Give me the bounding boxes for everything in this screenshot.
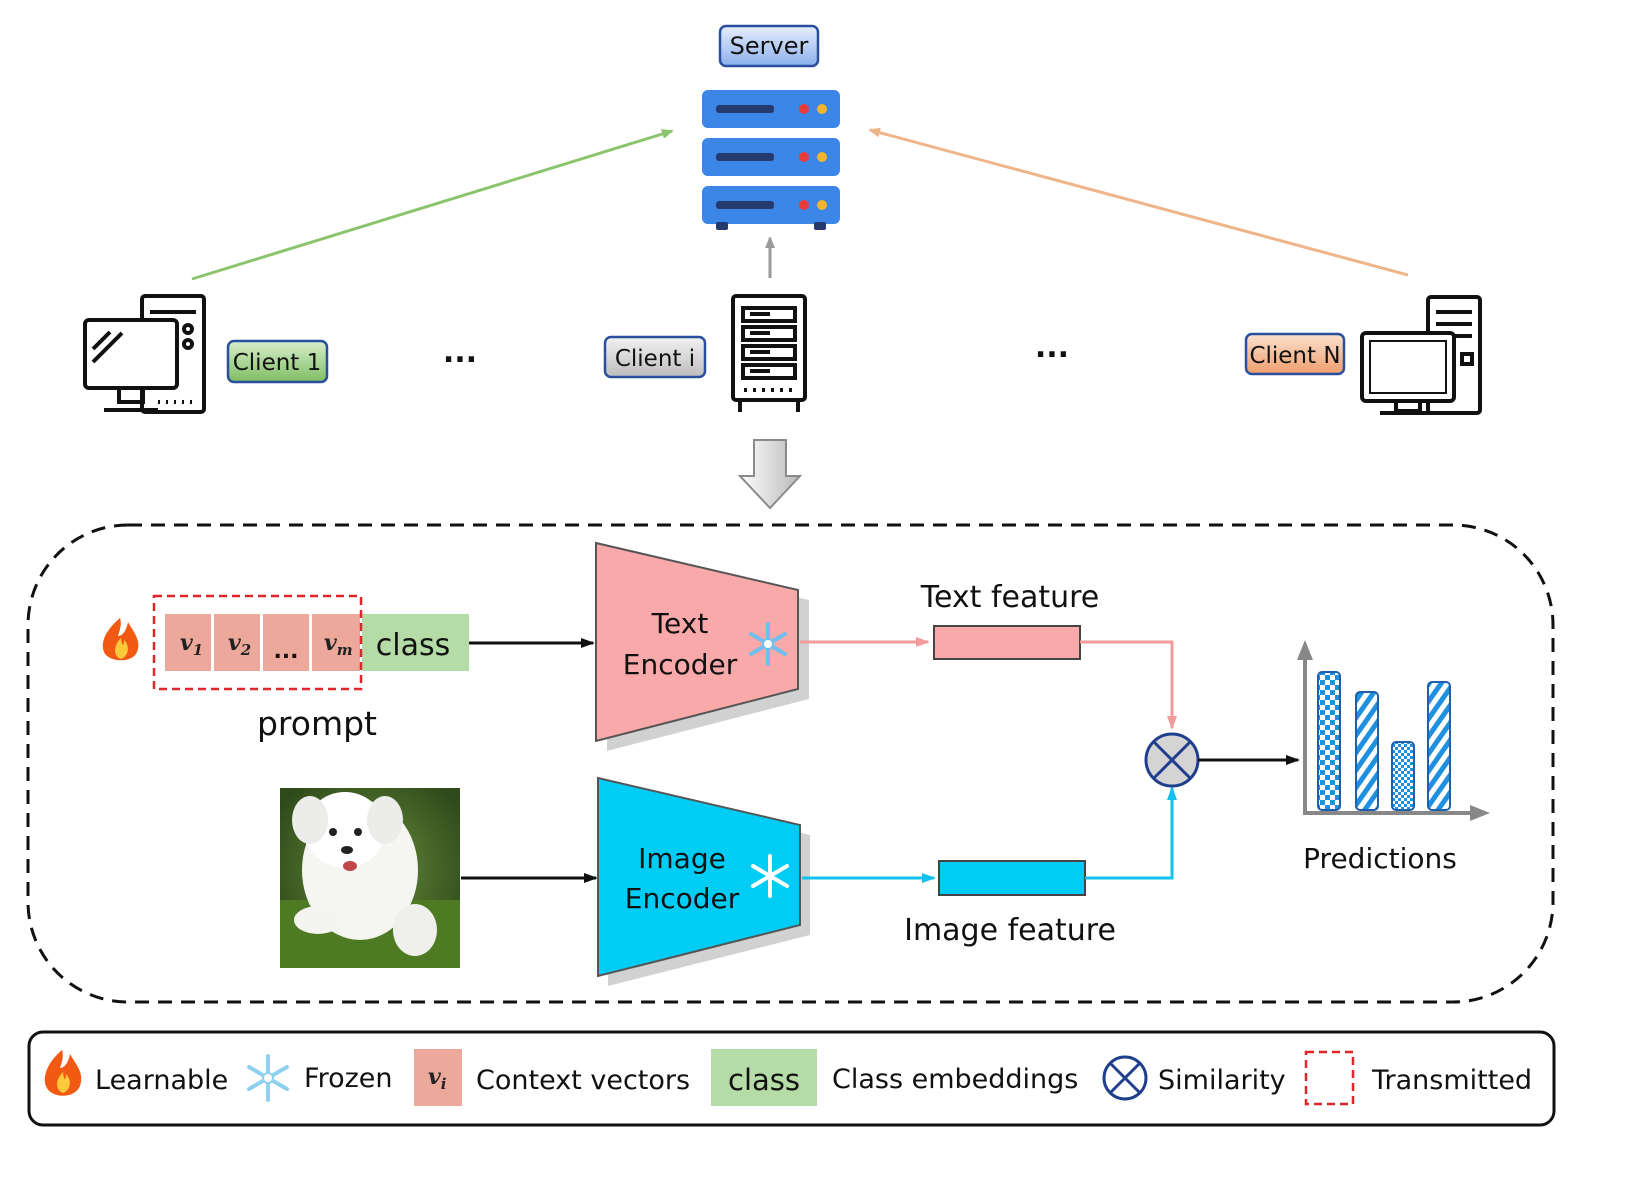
svg-text:v2: v2 [228, 630, 251, 659]
transmitted-boundary [152, 594, 363, 691]
client-1-label: Client 1 [226, 339, 329, 384]
svg-text:Client N: Client N [1249, 343, 1340, 369]
legend-class-swatch: class [711, 1049, 817, 1106]
prediction-bar-2 [1355, 691, 1379, 811]
context-vector-dots [263, 614, 309, 671]
text-feature-label: Text feature [920, 580, 1100, 615]
server-rack-icon-client-i [731, 294, 807, 412]
image-feature-label: Image feature [904, 913, 1116, 948]
svg-text:class: class [376, 628, 450, 663]
arrow-image-feature-to-similarity [1085, 786, 1177, 880]
prediction-bar-3 [1391, 741, 1415, 811]
svg-text:Server: Server [730, 32, 809, 60]
text-feature-vector [933, 625, 1081, 660]
image-feature-vector [938, 860, 1086, 896]
legend-class-embeddings: Class embeddings [832, 1064, 1078, 1095]
svg-text:Encoder: Encoder [623, 648, 738, 681]
down-arrow-icon [737, 439, 803, 510]
clients-ellipsis-right: ... [1035, 330, 1069, 365]
legend-transmitted: Transmitted [1371, 1065, 1532, 1096]
arrow-client1-to-server [191, 129, 674, 281]
prompt-label: prompt [257, 704, 377, 743]
prediction-bar-4 [1427, 681, 1451, 811]
snowflake-icon [247, 1054, 289, 1102]
fire-icon-learnable [102, 618, 139, 661]
class-embedding-box: class [362, 614, 469, 671]
svg-text:Image: Image [638, 842, 726, 875]
fire-icon [44, 1050, 82, 1096]
svg-text:v1: v1 [180, 630, 203, 659]
arrow-clientn-to-server [868, 127, 1409, 277]
transmitted-legend-swatch [1304, 1050, 1355, 1106]
desktop-computer-icon-client-n [1360, 295, 1482, 415]
svg-text:vm: vm [324, 630, 353, 659]
server-label: Server [718, 24, 820, 68]
svg-text:Client i: Client i [615, 346, 695, 372]
context-vectors: v1 v2 ... vm [165, 614, 360, 671]
svg-text:Client 1: Client 1 [233, 350, 322, 376]
client-i-label: Client i [603, 335, 707, 379]
similarity-legend-icon [1102, 1055, 1148, 1101]
legend-context-vectors: Context vectors [476, 1065, 690, 1096]
predictions-label: Predictions [1303, 842, 1457, 875]
snowflake-icon-image-encoder [751, 854, 789, 898]
client-n-label: Client N [1244, 332, 1346, 376]
desktop-computer-icon-client1 [83, 294, 206, 414]
snowflake-icon-text-encoder [749, 622, 787, 666]
text-encoder: Text Encoder [595, 541, 809, 751]
svg-text:Encoder: Encoder [625, 882, 740, 915]
context-vector-vm [312, 614, 360, 671]
similarity-icon [1144, 732, 1200, 788]
legend-learnable: Learnable [95, 1065, 228, 1096]
client-model-container [26, 523, 1555, 1004]
prediction-bar-1 [1317, 671, 1341, 811]
predictions-chart [1297, 640, 1490, 821]
svg-text:class: class [728, 1063, 800, 1097]
server-icon [702, 90, 840, 230]
clients-ellipsis-left: ... [443, 335, 477, 370]
image-encoder: Image Encoder [597, 776, 810, 986]
svg-text:Text: Text [651, 607, 709, 640]
context-vector-v2 [214, 614, 260, 671]
dog-input-image [280, 788, 460, 968]
arrow-text-feature-to-similarity [1080, 640, 1177, 730]
svg-text:...: ... [273, 639, 298, 664]
legend-similarity: Similarity [1158, 1065, 1286, 1096]
context-vector-v1 [165, 614, 211, 671]
svg-text:vi: vi [428, 1064, 447, 1093]
legend-context-vector-swatch: vi [414, 1049, 462, 1106]
legend-frozen: Frozen [304, 1063, 393, 1094]
